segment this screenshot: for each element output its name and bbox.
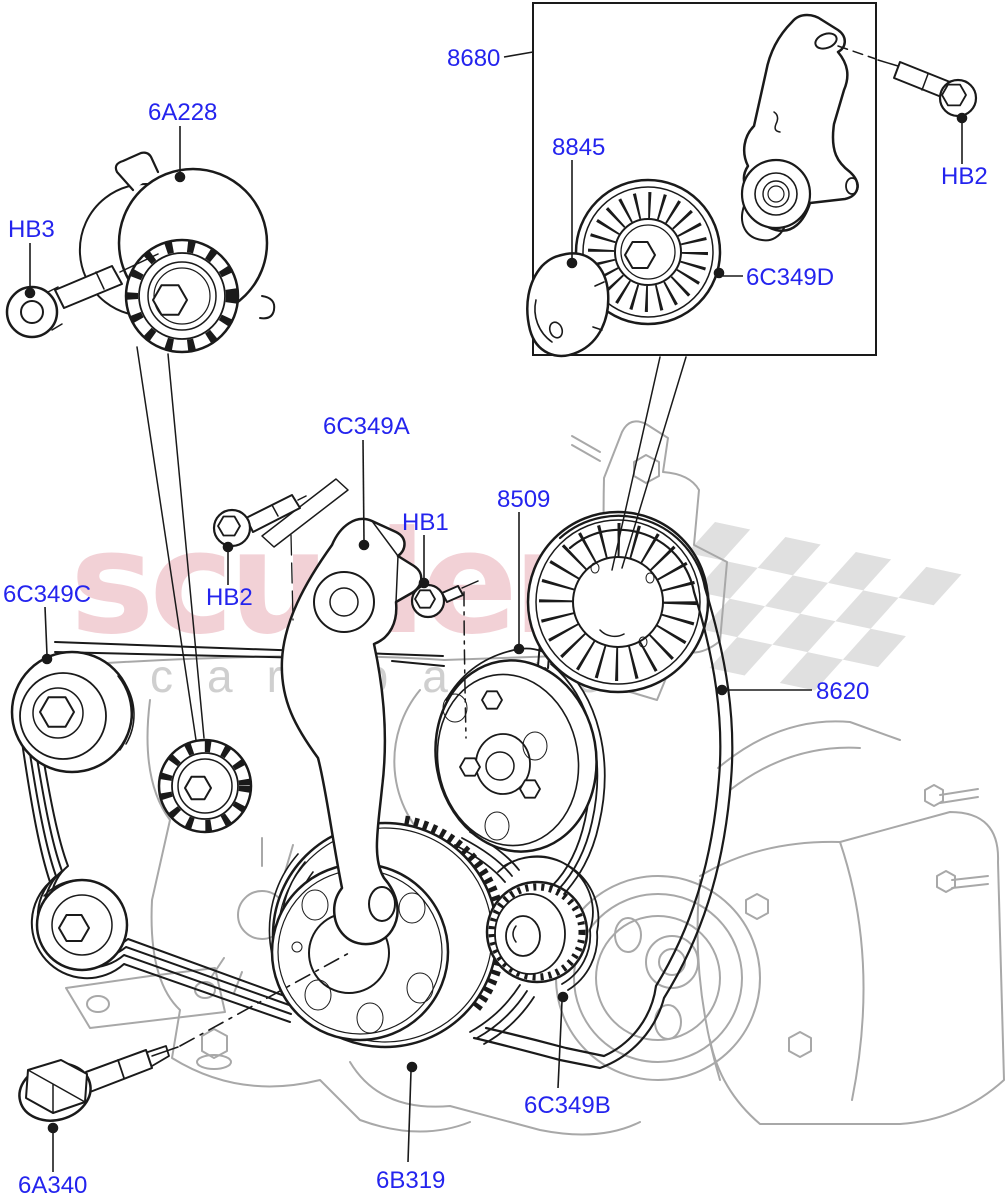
alternator-pulley-drawing [35, 878, 129, 972]
part-label-6C349A[interactable]: 6C349A [323, 413, 410, 440]
part-label-6A340[interactable]: 6A340 [18, 1172, 87, 1199]
part-label-HB3[interactable]: HB3 [8, 216, 55, 243]
part-label-6C349D[interactable]: 6C349D [746, 264, 834, 291]
belt-drive-drawing [10, 510, 734, 1070]
tensioner-mount-pulley-drawing [157, 738, 253, 834]
part-label-6A228[interactable]: 6A228 [148, 99, 217, 126]
explode-lines-tensioner [136, 346, 205, 741]
belt-crank-idler [454, 831, 535, 1045]
part-label-HB2[interactable]: HB2 [206, 584, 253, 611]
tensioner-bracket-drawing [280, 517, 423, 946]
part-label-8680[interactable]: 8680 [447, 45, 500, 72]
primary-belt-drawing [472, 514, 734, 1070]
part-labels: 8680 8845 6C349D HB2 6A228 HB3 6C349A HB… [3, 45, 988, 1199]
installed-tensioner-pulley-drawing [526, 510, 710, 694]
part-label-HB1[interactable]: HB1 [402, 509, 449, 536]
part-label-8509[interactable]: 8509 [497, 486, 550, 513]
left-idler-drawing [10, 650, 135, 774]
tensioner-assembly-drawing [78, 151, 276, 354]
tensioner-bolt-drawing [5, 253, 159, 339]
explode-lines-inset [611, 356, 687, 571]
crankshaft-bolt-drawing [18, 952, 350, 1122]
part-label-6B319[interactable]: 6B319 [376, 1167, 445, 1194]
part-label-6C349C[interactable]: 6C349C [3, 581, 91, 608]
part-label-8620[interactable]: 8620 [816, 678, 869, 705]
bracket-bolt-drawing [212, 494, 307, 548]
inset-tensioner-pulley-drawing [574, 178, 722, 326]
exploded-parts-drawing [5, 151, 687, 1122]
lower-idler-drawing [485, 855, 600, 991]
mounting-strip-drawing [261, 478, 349, 621]
leader-lines [24, 51, 968, 1172]
belt-left-run [21, 738, 294, 1023]
part-label-6C349B[interactable]: 6C349B [524, 1092, 611, 1119]
inset-dust-shield-drawing [526, 252, 610, 358]
inset-bracket-drawing [740, 13, 859, 242]
part-label-8845[interactable]: 8845 [552, 134, 605, 161]
part-label-HB2-inset[interactable]: HB2 [941, 163, 988, 190]
water-pump-pulley-drawing [434, 647, 598, 853]
inset-detail-box [526, 2, 978, 358]
engine-block-faded-drawing [57, 420, 1005, 1136]
